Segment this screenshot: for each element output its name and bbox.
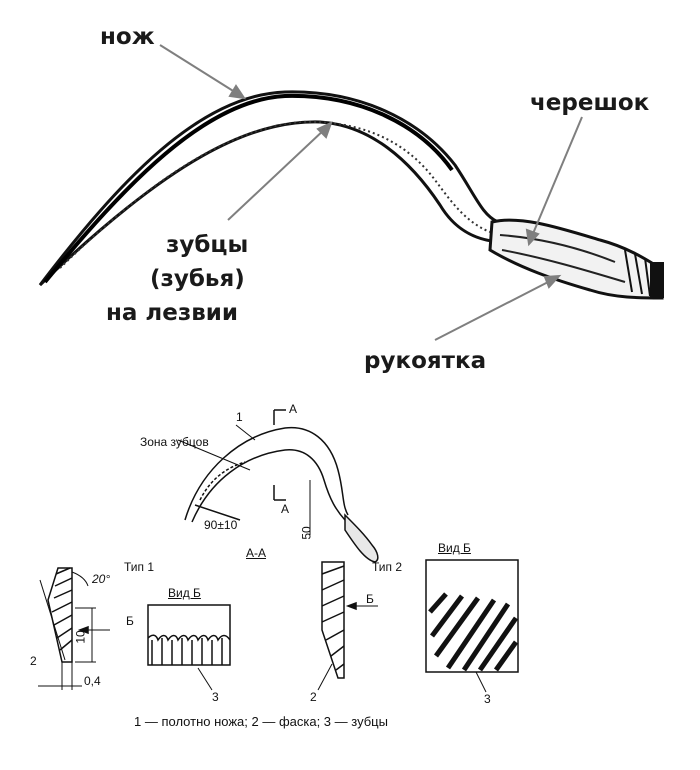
view-b-small-teeth <box>147 604 231 691</box>
view-b-large-teeth <box>425 559 519 693</box>
callout-2-left: 2 <box>30 654 37 668</box>
teeth-zone-label: Зона зубцов <box>140 435 209 449</box>
type1-profile <box>38 567 110 690</box>
type1-label: Тип 1 <box>124 560 155 574</box>
legend: 1 — полотно ножа; 2 — фаска; 3 — зубцы <box>134 714 388 729</box>
callout-3-left: 3 <box>212 690 219 704</box>
angle-20-label: 20° <box>92 572 111 586</box>
section-a-bottom: А <box>281 502 290 516</box>
section-a-top: А <box>289 402 298 416</box>
callout-1: 1 <box>236 410 243 424</box>
label-teeth-line3: на лезвии <box>106 300 239 326</box>
label-handle: рукоятка <box>364 348 487 374</box>
label-teeth-line2: (зубья) <box>150 266 245 292</box>
view-b-large-label: Вид Б <box>438 541 471 555</box>
angle-dimension: 90±10 <box>204 518 238 532</box>
label-teeth-line1: зубцы <box>166 232 249 258</box>
dim-04: 0,4 <box>84 674 101 688</box>
pointer-arrows <box>159 44 583 341</box>
view-b-small-label: Вид Б <box>168 586 201 600</box>
section-title: А-А <box>246 546 267 560</box>
type2-label: Тип 2 <box>372 560 403 574</box>
callout-2-right: 2 <box>310 690 317 704</box>
view-b-arrow-1: Б <box>126 614 134 628</box>
label-tang: черешок <box>530 90 650 116</box>
callout-3-right: 3 <box>484 692 491 706</box>
label-knife: нож <box>100 24 155 50</box>
dim-10: 10 <box>73 630 88 644</box>
drawing-sickle <box>177 409 379 563</box>
blade-spine <box>43 93 454 284</box>
type2-profile <box>317 561 378 691</box>
view-b-arrow-2: Б <box>366 592 374 606</box>
length-dimension: 50 <box>299 526 314 540</box>
